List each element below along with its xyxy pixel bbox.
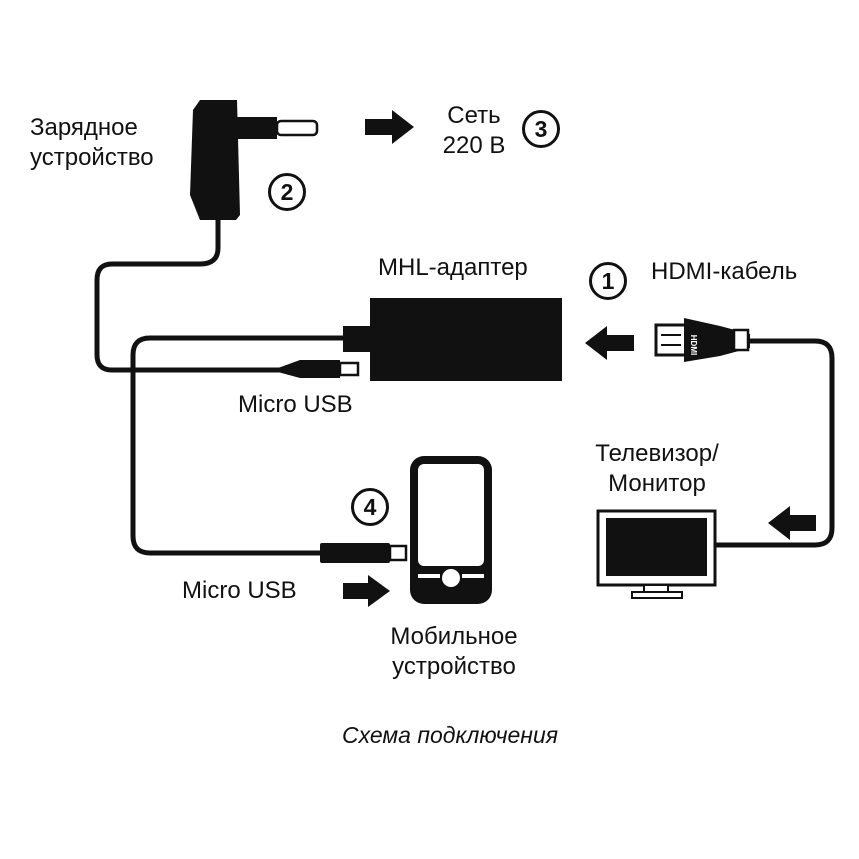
step-badge-3: 3 [522, 110, 560, 148]
micro-usb-plug-icon [320, 543, 408, 563]
micro-usb-plug-icon [278, 360, 360, 378]
micro-usb-top-label: Micro USB [238, 391, 353, 418]
mobile-device-label: Мобильное устройство [364, 622, 544, 682]
network-label: Сеть 220 В [433, 101, 515, 161]
hdmi-cable-label: HDMI-кабель [651, 258, 798, 285]
network-label-line2: 220 В [442, 132, 506, 159]
tv-monitor-label: Телевизор/ Монитор [572, 439, 742, 499]
hdmi-plug-mark: HDMI [689, 335, 698, 355]
charger-icon [94, 100, 319, 373]
mobile-device-label-line1: Мобильное [390, 623, 518, 650]
diagram-caption: Схема подключения [342, 722, 559, 748]
micro-usb-bottom-label: Micro USB [182, 577, 297, 604]
mhl-adapter-icon [343, 298, 562, 381]
tv-monitor-label-line2: Монитор [608, 470, 706, 497]
arrow-right-icon [365, 110, 414, 144]
arrow-right-icon [343, 575, 390, 607]
usb-cable [130, 335, 343, 556]
tv-monitor-label-line1: Телевизор/ [595, 440, 719, 467]
tv-monitor-icon [596, 509, 717, 599]
charger-label-line2: устройство [30, 144, 154, 171]
step-badge-4: 4 [351, 488, 389, 526]
hdmi-plug-icon: HDMI [654, 318, 835, 548]
arrow-left-icon [585, 326, 634, 360]
network-label-line1: Сеть [447, 102, 501, 129]
step-badge-1: 1 [589, 262, 627, 300]
step-badge-2: 2 [268, 173, 306, 211]
mobile-device-label-line2: устройство [392, 653, 516, 680]
mhl-adapter-label: MHL-адаптер [378, 254, 528, 281]
arrow-left-icon [768, 506, 816, 540]
smartphone-icon [410, 456, 492, 604]
charger-label-line1: Зарядное [30, 114, 138, 141]
charger-label: Зарядное устройство [30, 113, 154, 173]
